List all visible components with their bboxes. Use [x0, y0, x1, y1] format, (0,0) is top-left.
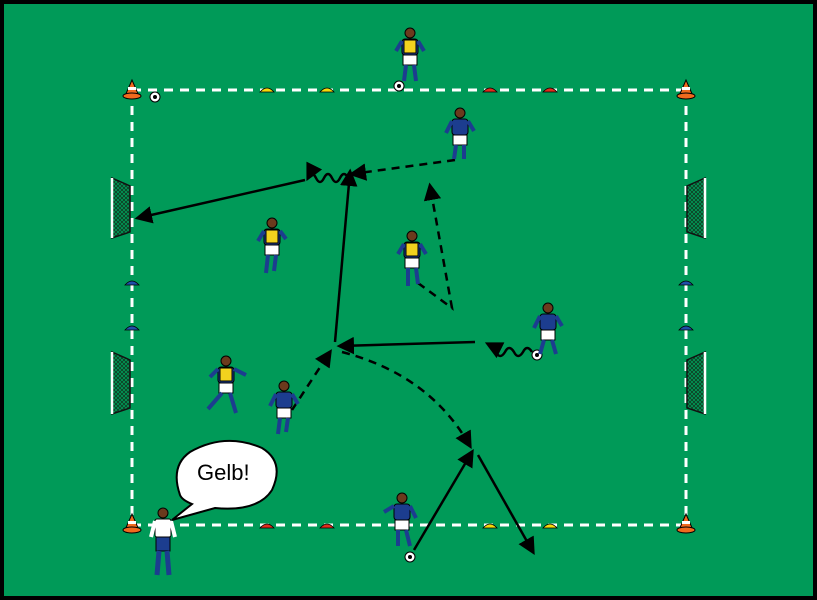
- pass-arrow: [476, 454, 535, 556]
- disc-blue-icon: [124, 280, 140, 286]
- cone-icon: [122, 512, 142, 534]
- goal-icon: [686, 176, 707, 240]
- coach-speech-bubble: Gelb!: [171, 439, 278, 521]
- player-blue-icon: [532, 302, 564, 355]
- grass: [4, 4, 813, 596]
- pass-arrow: [134, 178, 306, 224]
- ball-icon: [149, 91, 161, 103]
- cone-icon: [676, 78, 696, 100]
- player-blue-icon: [268, 380, 300, 435]
- speech-bubble-icon: [171, 439, 278, 521]
- player-yellow-icon: [256, 217, 288, 274]
- disc-red-icon: [482, 87, 498, 93]
- cone-icon: [122, 78, 142, 100]
- player-yellow-icon: [394, 27, 426, 82]
- goal-icon: [110, 350, 131, 416]
- disc-red-icon: [542, 87, 558, 93]
- disc-yellow-icon: [259, 87, 275, 93]
- disc-blue-icon: [678, 280, 694, 286]
- cone-icon: [676, 512, 696, 534]
- run-arrow: [341, 350, 472, 450]
- marker-discs: [124, 87, 694, 529]
- ball-icon: [393, 80, 405, 92]
- run-arrow: [348, 158, 456, 181]
- mini-goals: [110, 176, 707, 416]
- corner-cones: [122, 78, 696, 534]
- disc-blue-icon: [124, 325, 140, 331]
- players: [149, 27, 564, 576]
- dribble-arrow: [306, 161, 350, 184]
- coach-icon: [149, 507, 177, 576]
- disc-red-icon: [259, 523, 275, 529]
- pass-arrow: [333, 168, 358, 343]
- player-blue-icon: [382, 492, 418, 547]
- disc-yellow-icon: [319, 87, 335, 93]
- movement-arrows: [134, 158, 535, 556]
- pass-arrow: [336, 336, 476, 355]
- disc-yellow-icon: [542, 523, 558, 529]
- run-arrow: [417, 182, 454, 311]
- disc-yellow-icon: [482, 523, 498, 529]
- player-yellow-icon: [396, 230, 428, 286]
- run-arrow: [290, 349, 332, 411]
- player-yellow-icon: [206, 355, 247, 414]
- pass-arrow: [412, 448, 474, 551]
- dribble-arrow: [484, 342, 534, 359]
- coach-callout: Gelb!: [197, 460, 250, 485]
- ball-icon: [404, 551, 416, 563]
- goal-icon: [110, 176, 131, 240]
- player-blue-icon: [444, 107, 476, 160]
- disc-blue-icon: [678, 325, 694, 331]
- goal-icon: [686, 350, 707, 416]
- disc-red-icon: [319, 523, 335, 529]
